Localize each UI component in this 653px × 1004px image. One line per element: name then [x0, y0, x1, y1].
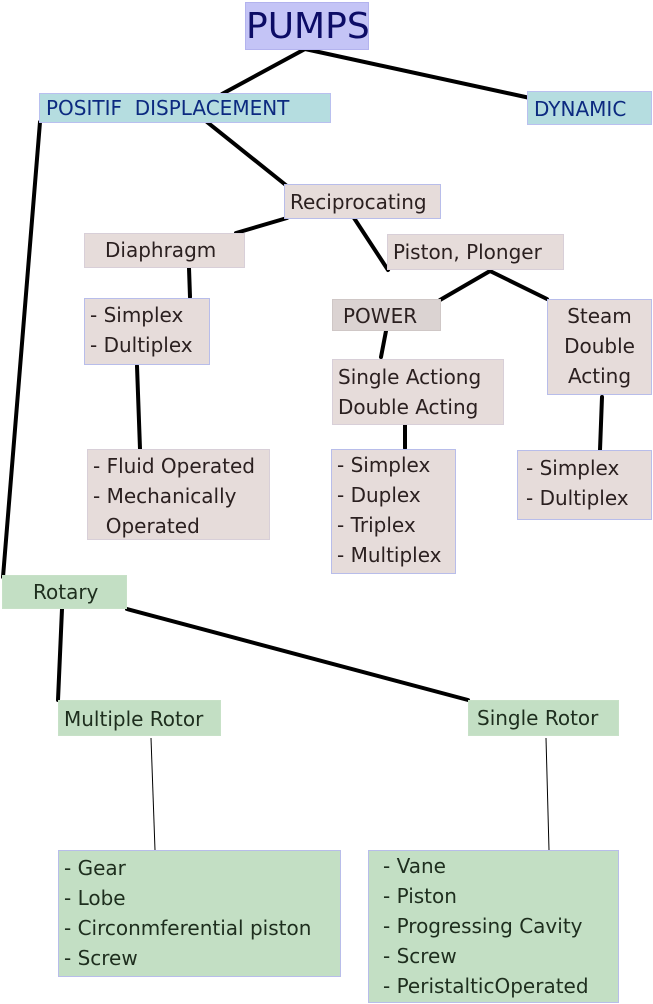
- diaphragm-types-node: - Simplex - Dultiplex: [84, 298, 210, 365]
- link-rotary-single: [125, 607, 470, 702]
- pumps-title: PUMPS: [245, 2, 370, 50]
- link-pumps-positif: [220, 47, 307, 96]
- link-piston-steam: [488, 269, 549, 301]
- rotary-node: Rotary: [2, 575, 127, 609]
- single-rotor-type-item: - Vane: [383, 854, 446, 878]
- steam-type-item: - Simplex: [526, 456, 620, 480]
- single-rotor-type-item: - Screw: [383, 944, 457, 968]
- steam-line: Steam: [567, 304, 632, 328]
- dynamic-label: DYNAMIC: [534, 97, 627, 121]
- link-reciprocating-diaphragm: [234, 216, 289, 235]
- single-rotor-types-node: - Vane - Piston - Progressing Cavity - S…: [368, 850, 619, 1003]
- multiple-rotor-type-item: - Screw: [64, 946, 138, 970]
- pumps-title-text: PUMPS: [246, 6, 370, 47]
- link-power-single: [379, 329, 388, 359]
- diaphragm-node: Diaphragm: [84, 233, 245, 268]
- single-rotor-type-item: - Progressing Cavity: [383, 914, 583, 938]
- power-type-item: - Triplex: [337, 513, 416, 537]
- link-single-types: [545, 737, 550, 851]
- steam-type-item: - Dultiplex: [526, 486, 629, 510]
- fluid-mech-line: - Mechanically: [93, 484, 237, 508]
- link-positif-rotary: [1, 120, 42, 579]
- reciprocating-node: Reciprocating: [284, 184, 441, 219]
- power-node: POWER: [332, 299, 441, 331]
- multiple-rotor-type-item: - Gear: [64, 856, 126, 880]
- power-type-item: - Simplex: [337, 453, 431, 477]
- positif-displacement-node: POSITIF DISPLACEMENT: [39, 93, 331, 123]
- piston-plonger-label: Piston, Plonger: [393, 240, 542, 264]
- link-pumps-dynamic: [303, 47, 532, 100]
- power-types-node: - Simplex - Duplex - Triplex - Multiplex: [331, 449, 456, 574]
- single-rotor-type-item: - PeristalticOperated: [383, 974, 589, 998]
- diaphragm-label: Diaphragm: [105, 238, 217, 262]
- multiple-rotor-type-item: - Lobe: [64, 886, 126, 910]
- steam-double-acting-node: Steam Double Acting: [547, 299, 652, 395]
- reciprocating-label: Reciprocating: [290, 190, 427, 214]
- link-rotary-multiple: [56, 607, 64, 702]
- link-reciprocating-piston: [352, 216, 390, 272]
- power-label: POWER: [343, 304, 418, 328]
- rotary-label: Rotary: [33, 580, 99, 604]
- link-diaphragm-simplex: [187, 266, 192, 299]
- acting-line: Single Actiong: [338, 365, 482, 389]
- diaphragm-type-item: - Dultiplex: [90, 333, 193, 357]
- steam-line: Double: [564, 334, 635, 358]
- single-rotor-node: Single Rotor: [468, 700, 619, 736]
- multiple-rotor-types-node: - Gear - Lobe - Circonmferential piston …: [58, 850, 341, 977]
- power-type-item: - Multiplex: [337, 543, 442, 567]
- power-type-item: - Duplex: [337, 483, 421, 507]
- multiple-rotor-label: Multiple Rotor: [64, 707, 204, 731]
- positif-displacement-label: POSITIF DISPLACEMENT: [46, 96, 290, 120]
- single-double-acting-node: Single Actiong Double Acting: [332, 359, 504, 425]
- link-steam-steamtypes: [598, 395, 604, 452]
- steam-types-node: - Simplex - Dultiplex: [517, 450, 652, 520]
- single-rotor-type-item: - Piston: [383, 884, 457, 908]
- link-piston-power: [438, 269, 492, 302]
- fluid-mech-line: Operated: [93, 514, 200, 538]
- piston-plonger-node: Piston, Plonger: [387, 234, 564, 270]
- multiple-rotor-type-item: - Circonmferential piston: [64, 916, 312, 940]
- diaphragm-type-item: - Simplex: [90, 303, 184, 327]
- link-positif-reciprocating: [205, 120, 289, 188]
- steam-line: Acting: [567, 364, 632, 388]
- single-rotor-label: Single Rotor: [477, 706, 599, 730]
- multiple-rotor-node: Multiple Rotor: [58, 700, 221, 736]
- fluid-mech-line: - Fluid Operated: [93, 454, 255, 478]
- acting-line: Double Acting: [338, 395, 479, 419]
- fluid-mechanical-node: - Fluid Operated - Mechanically Operated: [87, 449, 270, 540]
- dynamic-node: DYNAMIC: [527, 91, 652, 125]
- link-simplex-fluid: [135, 364, 142, 451]
- link-multiple-types: [150, 737, 156, 851]
